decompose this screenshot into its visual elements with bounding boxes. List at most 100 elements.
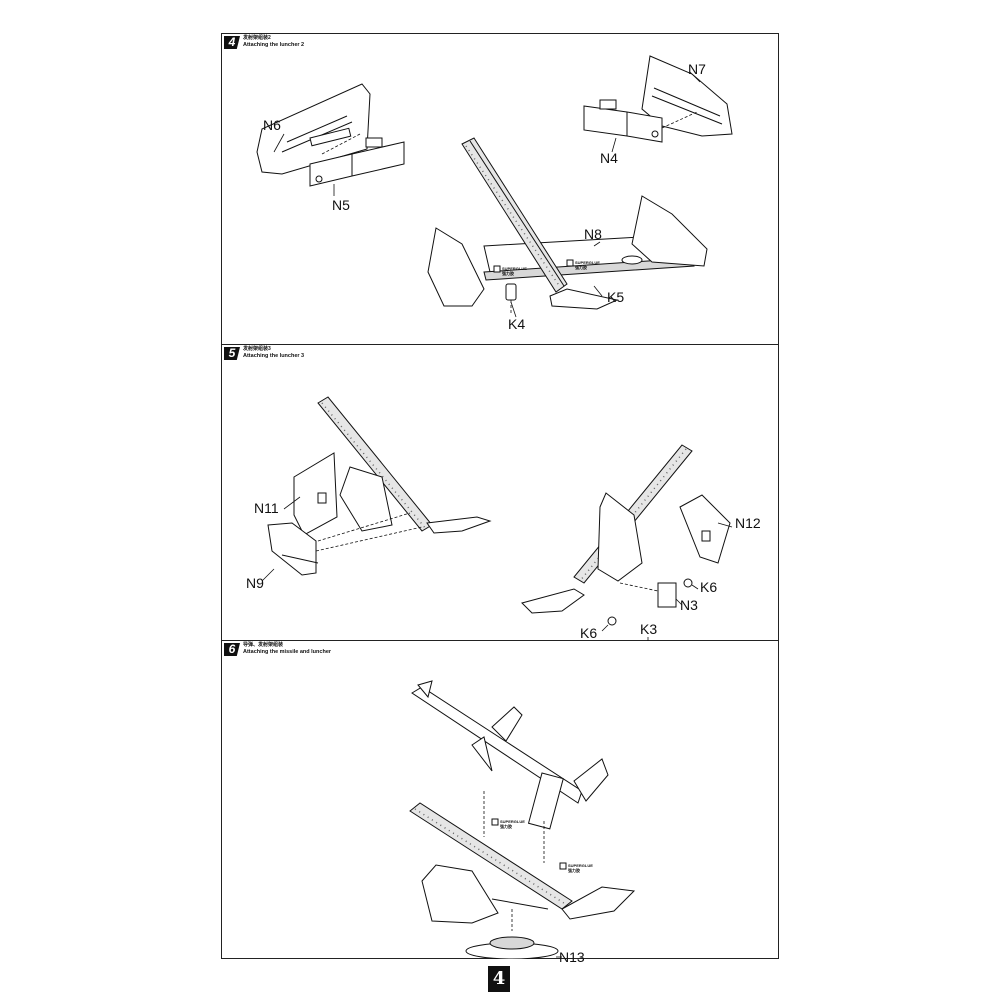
glue-mark-en: SUPERGLUE	[568, 863, 593, 868]
step-title-chinese: 发射架组装3	[243, 346, 271, 352]
glue-mark-cn: 强力胶	[500, 824, 512, 829]
n9-leader	[261, 568, 275, 582]
n13-turntable-hub	[489, 936, 535, 950]
missile-tail-fin	[573, 758, 609, 802]
glue-mark: SUPERGLUE 强力胶	[500, 819, 525, 829]
n5-guide	[321, 133, 361, 155]
n11-slot	[317, 492, 327, 504]
part-label-n4: N4	[600, 150, 618, 166]
n4-tab	[599, 99, 617, 110]
missile-canard	[491, 706, 523, 742]
launcher-shaft	[491, 898, 549, 910]
glue-mark-cn: 强力胶	[575, 265, 587, 270]
n12-leader	[717, 522, 733, 528]
bracket-left	[339, 466, 393, 532]
base-right-plate	[631, 195, 708, 267]
k4-part	[505, 283, 517, 301]
part-label-n11: N11	[254, 500, 279, 516]
n4-leader	[611, 137, 617, 153]
n3-guide	[619, 582, 659, 592]
step-5-illustration	[261, 396, 733, 641]
k4-leader	[510, 301, 517, 318]
launch-rail	[461, 137, 568, 293]
glue-mark: SUPERGLUE 强力胶	[575, 260, 600, 270]
glue-mark-cn: 强力胶	[502, 271, 514, 276]
blast-plate-left	[426, 516, 492, 534]
part-label-n8: N8	[584, 226, 602, 242]
part-label-n9: N9	[246, 575, 264, 591]
part-label-k4: K4	[508, 316, 526, 332]
n7-detail	[651, 87, 723, 125]
part-label-k5: K5	[607, 289, 625, 305]
n7-leader	[689, 71, 701, 83]
instruction-frame: 4 发射架组装2 Attaching the luncher 2 N6 N5 N…	[221, 33, 779, 965]
floor-hole	[621, 255, 643, 265]
step-title-chinese: 发射架组装2	[243, 35, 271, 41]
step-title-chinese: 导弹、发射架组装	[243, 642, 284, 648]
part-label-n13: N13	[559, 949, 585, 965]
k5-leader	[593, 285, 603, 297]
k6-leader	[691, 584, 699, 590]
part-label-n5: N5	[332, 197, 350, 213]
page-number: 4	[488, 966, 510, 992]
n3-leader	[675, 598, 683, 606]
n5-tab	[365, 137, 383, 148]
blast-plate-right	[521, 588, 585, 614]
n9-mount	[267, 522, 317, 576]
part-label-k6: K6	[700, 579, 718, 595]
glue-qr-icon	[493, 265, 501, 273]
part-label-k3: K3	[640, 621, 658, 637]
n9-rod	[281, 554, 319, 564]
n8-floor-edge	[483, 257, 695, 281]
glue-qr-icon	[566, 259, 574, 267]
step-number-badge: 6	[224, 643, 240, 656]
part-label-k6: K6	[580, 625, 598, 641]
n9-guide	[315, 526, 423, 552]
glue-qr-icon	[559, 862, 567, 870]
n9-guide	[317, 512, 411, 542]
missile-fin	[471, 736, 493, 772]
part-label-n3: N3	[680, 597, 698, 613]
glue-mark: SUPERGLUE 强力胶	[568, 863, 593, 873]
blast-plate	[561, 886, 636, 920]
k5-blast-plate	[549, 288, 619, 310]
step-number-badge: 4	[224, 36, 240, 49]
n6-slot	[309, 127, 352, 147]
n4-hole	[651, 130, 659, 138]
step-6-illustration	[409, 680, 636, 959]
missile-nose	[417, 680, 433, 699]
n7-side-plate	[641, 55, 733, 137]
n12-slot	[701, 530, 711, 542]
step-6-panel: 6 导弹、发射架组装 Attaching the missile and lun…	[222, 641, 778, 965]
part-label-n12: N12	[735, 515, 761, 531]
glue-mark: SUPERGLUE 强力胶	[502, 266, 527, 276]
k6-leader	[601, 624, 609, 632]
launch-rail	[409, 802, 573, 910]
glue-mark-en: SUPERGLUE	[575, 260, 600, 265]
n3-bracket	[657, 582, 677, 608]
rail-line	[469, 140, 565, 287]
step-4-panel: 4 发射架组装2 Attaching the luncher 2 N6 N5 N…	[222, 34, 778, 345]
part-label-n7: N7	[688, 61, 706, 77]
n4-guide	[661, 111, 698, 129]
n5-hole	[315, 175, 323, 183]
part-label-n6: N6	[263, 117, 281, 133]
k6-washer-bottom	[607, 616, 617, 626]
missile-cradle	[527, 772, 564, 830]
launcher-base	[421, 864, 499, 924]
n6-leader	[273, 133, 285, 153]
n11-side-plate	[293, 452, 338, 536]
glue-mark-en: SUPERGLUE	[502, 266, 527, 271]
glue-mark-cn: 强力胶	[568, 868, 580, 873]
glue-mark-en: SUPERGLUE	[500, 819, 525, 824]
step-title-english: Attaching the luncher 2	[243, 42, 305, 48]
step-5-panel: 5 发射架组装3 Attaching the luncher 3 N11 N9 …	[222, 345, 778, 641]
n8-leader	[593, 241, 601, 247]
step-title-english: Attaching the luncher 3	[243, 353, 305, 359]
n6-side-plate	[256, 83, 371, 175]
step-4-illustration	[256, 55, 733, 318]
bracket-right	[597, 492, 643, 582]
glue-qr-icon	[491, 818, 499, 826]
n11-leader	[283, 496, 301, 510]
k6-washer-top	[683, 578, 693, 588]
